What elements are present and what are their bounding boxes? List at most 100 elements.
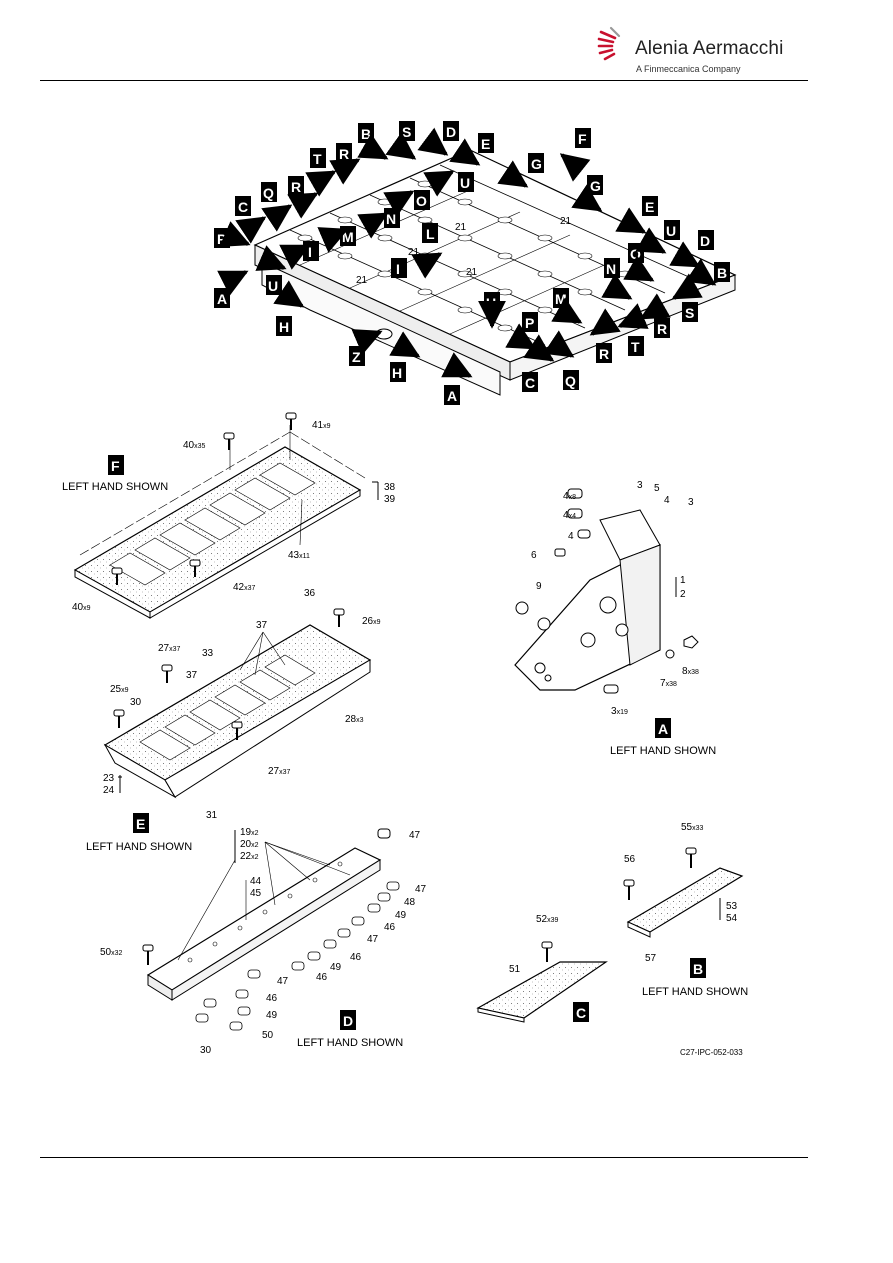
svg-text:27x37: 27x37 — [158, 643, 181, 654]
callout-C-top: C — [235, 196, 267, 244]
item-6: 6 — [531, 550, 537, 561]
svg-text:G: G — [531, 156, 542, 172]
nut-8-icon — [683, 635, 699, 649]
item-30b: 30 — [200, 1045, 212, 1056]
svg-text:22x2: 22x2 — [240, 851, 259, 862]
svg-text:S: S — [685, 305, 694, 321]
callout-E-top: E — [449, 133, 494, 166]
callout-U-mid: U — [478, 292, 506, 329]
washer-7-icon — [665, 649, 675, 659]
callout-R-mid: R — [287, 176, 319, 219]
detail-D-note: LEFT HAND SHOWN — [297, 1037, 403, 1049]
svg-text:E: E — [645, 199, 654, 215]
detail-C-letter: C — [576, 1005, 586, 1021]
item-28-qty: x3 — [356, 717, 364, 724]
svg-text:I: I — [308, 244, 312, 260]
item-50b: 50 — [262, 1030, 274, 1041]
svg-text:C: C — [525, 375, 535, 391]
item-41: 41 — [312, 420, 324, 431]
item-21-label-4: 21 — [466, 267, 478, 278]
svg-text:C: C — [238, 199, 248, 215]
screw-56-icon — [623, 879, 635, 900]
svg-text:40x9: 40x9 — [72, 602, 91, 613]
detail-B-letter: B — [693, 961, 703, 977]
svg-text:M: M — [555, 291, 567, 307]
item-55: 55 — [681, 822, 693, 833]
item-4-qty: x8 — [569, 494, 577, 501]
callout-Q-bottom: Q — [543, 330, 579, 390]
item-55-qty: x33 — [692, 825, 703, 832]
item-47b: 47 — [415, 884, 427, 895]
svg-text:50x32: 50x32 — [100, 947, 123, 958]
item-8: 8 — [682, 666, 688, 677]
item-53: 53 — [726, 901, 738, 912]
svg-text:Q: Q — [565, 373, 576, 389]
detail-D-tag — [340, 1010, 356, 1030]
detail-F-note: LEFT HAND SHOWN — [62, 481, 168, 493]
detail-A-bracket: 4x8 4x4 4 6 9 3 5 4 3 1 2 8x38 7x38 3x19… — [514, 480, 716, 757]
screw-6-icon — [554, 548, 566, 557]
callout-I-1: I — [279, 241, 319, 270]
item-3: 3 — [637, 480, 643, 491]
callout-M-top: M — [317, 226, 356, 253]
item-39: 39 — [384, 494, 396, 505]
svg-text:U: U — [666, 223, 676, 239]
callout-Z: Z — [349, 329, 383, 366]
detail-D-rail: 19x2 20x2 22x2 47 44 45 47 48 49 46 47 4… — [100, 827, 427, 1056]
footer-rule — [40, 1157, 808, 1158]
item-21-label-1: 21 — [455, 222, 467, 233]
callout-B-top: B — [357, 123, 389, 160]
svg-text:P: P — [525, 315, 534, 331]
detail-A-tag — [655, 718, 671, 738]
item-3c-qty: x19 — [617, 709, 628, 716]
callout-I-2: I — [391, 258, 407, 278]
screw-3-icon — [603, 684, 619, 694]
item-8-qty: x38 — [688, 669, 699, 676]
item-47d: 47 — [277, 976, 289, 987]
item-4c: 4 — [568, 531, 574, 542]
screw-25-icon — [113, 709, 125, 728]
callout-U-right: U — [635, 220, 680, 254]
svg-text:H: H — [392, 365, 402, 381]
callout-A-left: A — [214, 270, 249, 308]
item-7: 7 — [660, 678, 666, 689]
svg-text:Z: Z — [352, 349, 361, 365]
detail-A-note: LEFT HAND SHOWN — [610, 745, 716, 757]
detail-A-letter: A — [658, 721, 668, 737]
svg-text:20x2: 20x2 — [240, 839, 259, 850]
svg-text:U: U — [486, 295, 496, 311]
item-26-qty: x9 — [373, 619, 381, 626]
svg-text:O: O — [630, 246, 641, 262]
svg-text:T: T — [631, 339, 640, 355]
screw-4-icon — [567, 488, 591, 539]
figure-reference: C27-IPC-052-033 — [680, 1048, 743, 1057]
item-40-lower-qty: x9 — [83, 605, 91, 612]
screw-52-icon — [541, 941, 553, 962]
item-47: 47 — [409, 830, 421, 841]
item-49: 49 — [395, 910, 407, 921]
item-54: 54 — [726, 913, 738, 924]
item-21-label-3: 21 — [408, 247, 420, 258]
svg-text:A: A — [447, 388, 457, 404]
callout-M-bottom: M — [551, 288, 583, 324]
item-43: 43 — [288, 550, 300, 561]
detail-E-tag — [133, 813, 149, 833]
callout-N-bottom: N — [601, 258, 633, 300]
callout-R-bottom: R — [589, 308, 621, 363]
bolt-47-icon — [377, 828, 391, 839]
item-25: 25 — [110, 684, 122, 695]
item-46b: 46 — [350, 952, 362, 963]
item-50-qty: x32 — [111, 950, 122, 957]
svg-text:U: U — [460, 175, 470, 191]
callout-A-bottom: A — [441, 352, 473, 405]
detail-E-letter: E — [136, 816, 145, 832]
item-3c: 3 — [611, 706, 617, 717]
svg-text:E: E — [481, 136, 490, 152]
item-46c: 46 — [316, 972, 328, 983]
svg-text:N: N — [386, 211, 396, 227]
callout-F-top: G — [497, 153, 544, 188]
screw-41-icon — [285, 412, 297, 430]
item-28: 28 — [345, 714, 357, 725]
svg-text:26x9: 26x9 — [362, 616, 381, 627]
